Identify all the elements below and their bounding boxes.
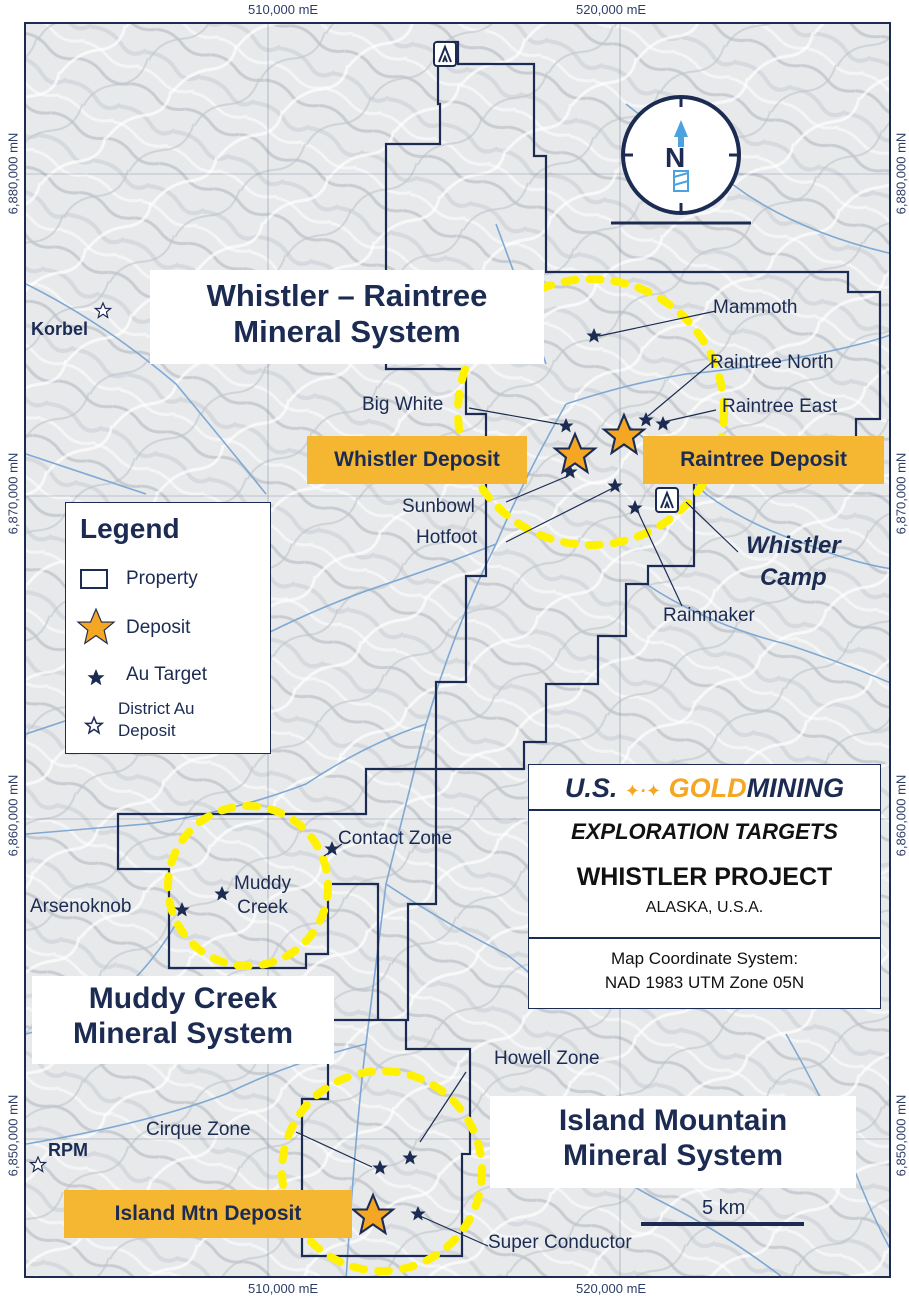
coord-bottom-520: 520,000 mE <box>576 1281 647 1296</box>
au-target-star-icon <box>87 669 105 686</box>
island-system-line2: Mineral System <box>562 1138 784 1172</box>
legend-district-label: District Au Deposit <box>118 698 195 742</box>
deposit-star-whistler <box>552 431 598 475</box>
legend-property-label: Property <box>126 568 198 589</box>
info-location: ALASKA, U.S.A. <box>645 899 764 916</box>
logo-mining: MINING <box>746 773 845 803</box>
property-boundary <box>116 40 882 1258</box>
property-swatch-icon <box>80 569 108 589</box>
au-target-cirque-zone <box>372 1160 388 1175</box>
whistler-raintree-system-circle <box>454 275 728 549</box>
label-rainmaker: Rainmaker <box>663 605 755 626</box>
muddy-system-line2: Mineral System <box>72 1016 294 1050</box>
whistler-deposit-box: Whistler Deposit <box>307 436 527 484</box>
coord-left-6870000: 6,870,000 mN <box>5 452 21 535</box>
whistler-system-line1: Whistler – Raintree <box>206 278 488 313</box>
label-rpm: RPM <box>48 1140 88 1160</box>
legend-district-line1: District Au <box>118 699 195 718</box>
coord-right-6870000: 6,870,000 mN <box>893 452 909 535</box>
coord-left-6880000: 6,880,000 mN <box>5 132 21 215</box>
island-mountain-system-title: Island Mountain Mineral System <box>490 1096 856 1188</box>
deposit-star-island-mtn <box>350 1192 396 1236</box>
muddy-system-line1: Muddy Creek <box>88 982 278 1015</box>
whistler-raintree-system-title: Whistler – Raintree Mineral System <box>150 270 544 364</box>
title-block: U.S. ✦·✦ GOLDMINING EXPLORATION TARGETS … <box>528 764 881 1009</box>
label-korbel: Korbel <box>31 319 89 339</box>
label-sunbowl: Sunbowl <box>402 496 475 517</box>
camp-icon-whistler <box>655 487 679 513</box>
coord-right-6860000: 6,860,000 mN <box>893 774 909 857</box>
camp-icon-north <box>433 41 457 67</box>
label-raintree-north: Raintree North <box>710 352 834 373</box>
legend-au-target-label: Au Target <box>126 664 207 685</box>
company-logo: U.S. ✦·✦ GOLDMINING <box>529 773 880 804</box>
legend-district-line2: Deposit <box>118 721 176 740</box>
label-mammoth: Mammoth <box>713 297 798 318</box>
au-target-hotfoot <box>607 478 623 493</box>
info-project: WHISTLER PROJECT <box>576 863 833 891</box>
scale-label: 5 km <box>702 1197 746 1219</box>
coord-right-6850000: 6,850,000 mN <box>893 1094 909 1177</box>
legend-deposit-label: Deposit <box>126 617 191 638</box>
deposit-star-raintree <box>601 412 647 456</box>
coord-top-520: 520,000 mE <box>576 2 647 17</box>
muddy-creek-system-title: Muddy Creek Mineral System <box>32 976 334 1064</box>
au-target-raintree-east <box>655 416 671 431</box>
raintree-deposit-box: Raintree Deposit <box>643 436 884 484</box>
label-hotfoot: Hotfoot <box>416 527 478 548</box>
au-target-arsenoknob <box>174 902 190 917</box>
au-target-mammoth <box>586 328 602 343</box>
info-crs-label: Map Coordinate System: <box>610 949 799 968</box>
au-target-howell-zone <box>402 1150 418 1165</box>
compass-north-label: N <box>665 142 686 173</box>
au-target-super-conductor <box>410 1206 426 1221</box>
legend-panel: Legend Property Deposit Au Target Distri… <box>65 502 271 754</box>
map-frame[interactable] <box>24 22 891 1278</box>
island-system-line1: Island Mountain <box>558 1104 788 1137</box>
island-mountain-system-circle <box>278 1067 486 1275</box>
label-whistler-camp-line1: Whistler <box>746 532 841 559</box>
label-contact-zone: Contact Zone <box>338 828 453 849</box>
coord-bottom-510: 510,000 mE <box>248 1281 319 1296</box>
label-muddy-creek: Muddy Creek <box>234 872 291 920</box>
info-crs-value: NAD 1983 UTM Zone 05N <box>604 973 805 992</box>
au-target-muddy-creek <box>214 886 230 901</box>
label-whistler-camp: Whistler Camp <box>746 530 841 594</box>
coord-left-6860000: 6,860,000 mN <box>5 774 21 857</box>
logo-stars-icon: ✦·✦ <box>624 781 662 801</box>
district-deposit-rpm <box>28 1155 48 1173</box>
label-whistler-camp-line2: Camp <box>760 564 827 591</box>
au-target-rainmaker <box>627 500 643 515</box>
muddy-creek-system-circle <box>164 802 332 970</box>
info-heading: EXPLORATION TARGETS <box>571 819 838 844</box>
label-super-conductor: Super Conductor <box>488 1232 632 1253</box>
terrain-map <box>26 24 889 1276</box>
label-raintree-east: Raintree East <box>722 396 838 417</box>
coord-left-6850000: 6,850,000 mN <box>5 1094 21 1177</box>
label-muddy-creek-line2: Creek <box>237 897 288 918</box>
logo-us: U.S. <box>564 773 618 803</box>
whistler-system-line2: Mineral System <box>233 313 461 349</box>
logo-gold: GOLD <box>668 773 747 803</box>
au-target-sunbowl <box>562 464 578 479</box>
deposit-star-icon <box>76 607 116 645</box>
label-muddy-creek-line1: Muddy <box>234 873 292 894</box>
coord-right-6880000: 6,880,000 mN <box>893 132 909 215</box>
au-target-big-white <box>558 418 574 433</box>
label-cirque-zone: Cirque Zone <box>146 1119 251 1140</box>
label-big-white: Big White <box>362 394 444 415</box>
label-arsenoknob: Arsenoknob <box>30 896 132 917</box>
island-mtn-deposit-box: Island Mtn Deposit <box>64 1190 352 1238</box>
compass-rose <box>611 95 751 225</box>
legend-title: Legend <box>80 513 180 544</box>
au-target-raintree-north <box>638 412 654 427</box>
label-howell-zone: Howell Zone <box>494 1048 600 1069</box>
district-deposit-star-icon <box>83 715 105 735</box>
coord-top-510: 510,000 mE <box>248 2 319 17</box>
district-deposit-korbel <box>93 301 113 319</box>
au-target-contact-zone <box>324 841 340 856</box>
